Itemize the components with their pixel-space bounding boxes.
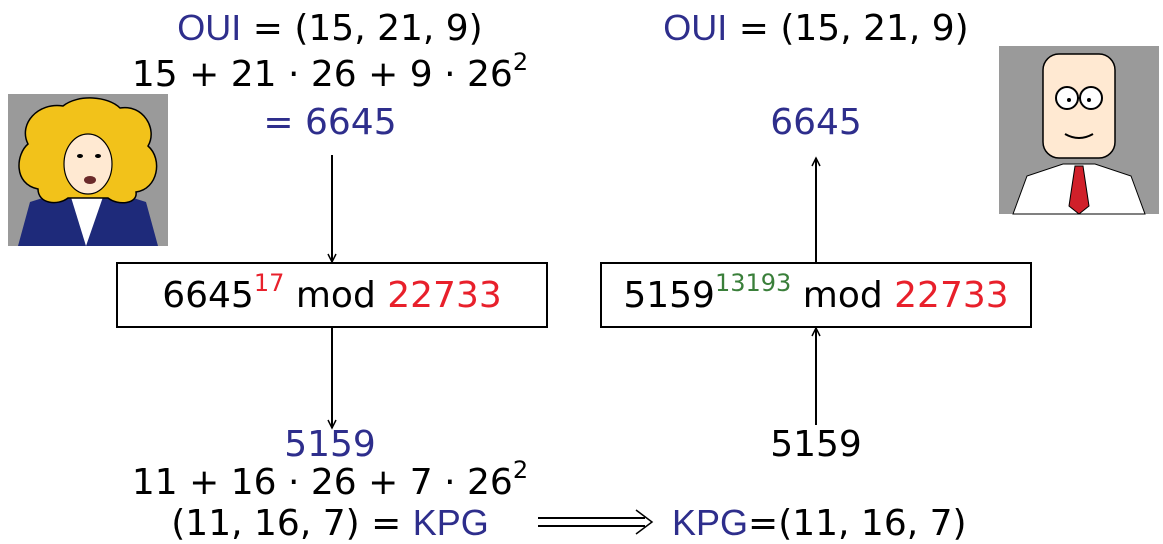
alice-encoded-value: = 6645 bbox=[263, 102, 397, 143]
bob-kpg-value: =(11, 16, 7) bbox=[748, 503, 967, 544]
alice-decomp-exponent: 2 bbox=[512, 456, 529, 484]
alice-oui-label: OUI bbox=[177, 7, 242, 48]
alice-expansion: 15 + 21 · 26 + 9 · 262 bbox=[131, 50, 528, 95]
bob-box-exponent: 13193 bbox=[714, 269, 792, 297]
alice-expansion-text: 15 + 21 · 26 + 9 · 26 bbox=[131, 54, 513, 95]
alice-encrypt-expression: 664517 mod 22733 bbox=[162, 271, 502, 316]
bob-avatar bbox=[999, 46, 1159, 215]
bob-box-mod: mod bbox=[802, 275, 883, 316]
bob-arrowhead-top bbox=[811, 156, 821, 167]
alice-box-base: 6645 bbox=[162, 275, 254, 316]
bob-cipher-value: 5159 bbox=[770, 424, 862, 465]
double-arrow-icon bbox=[538, 509, 654, 535]
alice-arrowhead-top bbox=[327, 253, 337, 264]
alice-expansion-exponent: 2 bbox=[512, 48, 529, 76]
alice-box-modulus: 22733 bbox=[387, 275, 502, 316]
alice-kpg-label: KPG bbox=[412, 502, 489, 543]
bob-decrypt-expression: 515913193 mod 22733 bbox=[623, 271, 1009, 316]
alice-oui-value: = (15, 21, 9) bbox=[252, 8, 483, 49]
alice-cipher-value: 5159 bbox=[284, 424, 376, 465]
bob-decoded-value: 6645 bbox=[770, 102, 862, 143]
bob-box-modulus: 22733 bbox=[894, 275, 1009, 316]
alice-box-mod: mod bbox=[295, 275, 376, 316]
bob-oui-value: = (15, 21, 9) bbox=[738, 8, 969, 49]
alice-oui-line: OUI = (15, 21, 9) bbox=[177, 8, 482, 49]
bob-kpg-line: KPG=(11, 16, 7) bbox=[672, 503, 967, 544]
alice-box-exponent: 17 bbox=[253, 269, 285, 297]
alice-decomp-text: 11 + 16 · 26 + 7 · 26 bbox=[131, 462, 513, 503]
bob-oui-label: OUI bbox=[663, 7, 728, 48]
bob-oui-line: OUI = (15, 21, 9) bbox=[663, 8, 968, 49]
alice-arrowhead-bottom bbox=[327, 419, 337, 430]
bob-arrowhead-bottom bbox=[811, 326, 821, 337]
bob-kpg-label: KPG bbox=[672, 502, 749, 543]
bob-box-base: 5159 bbox=[623, 275, 715, 316]
alice-encrypt-box bbox=[116, 262, 548, 328]
alice-tuple: (11, 16, 7) = bbox=[171, 503, 413, 544]
alice-avatar bbox=[8, 94, 168, 246]
alice-decomposition: 11 + 16 · 26 + 7 · 262 bbox=[131, 458, 528, 503]
alice-tuple-line: (11, 16, 7) = KPG bbox=[171, 503, 488, 544]
